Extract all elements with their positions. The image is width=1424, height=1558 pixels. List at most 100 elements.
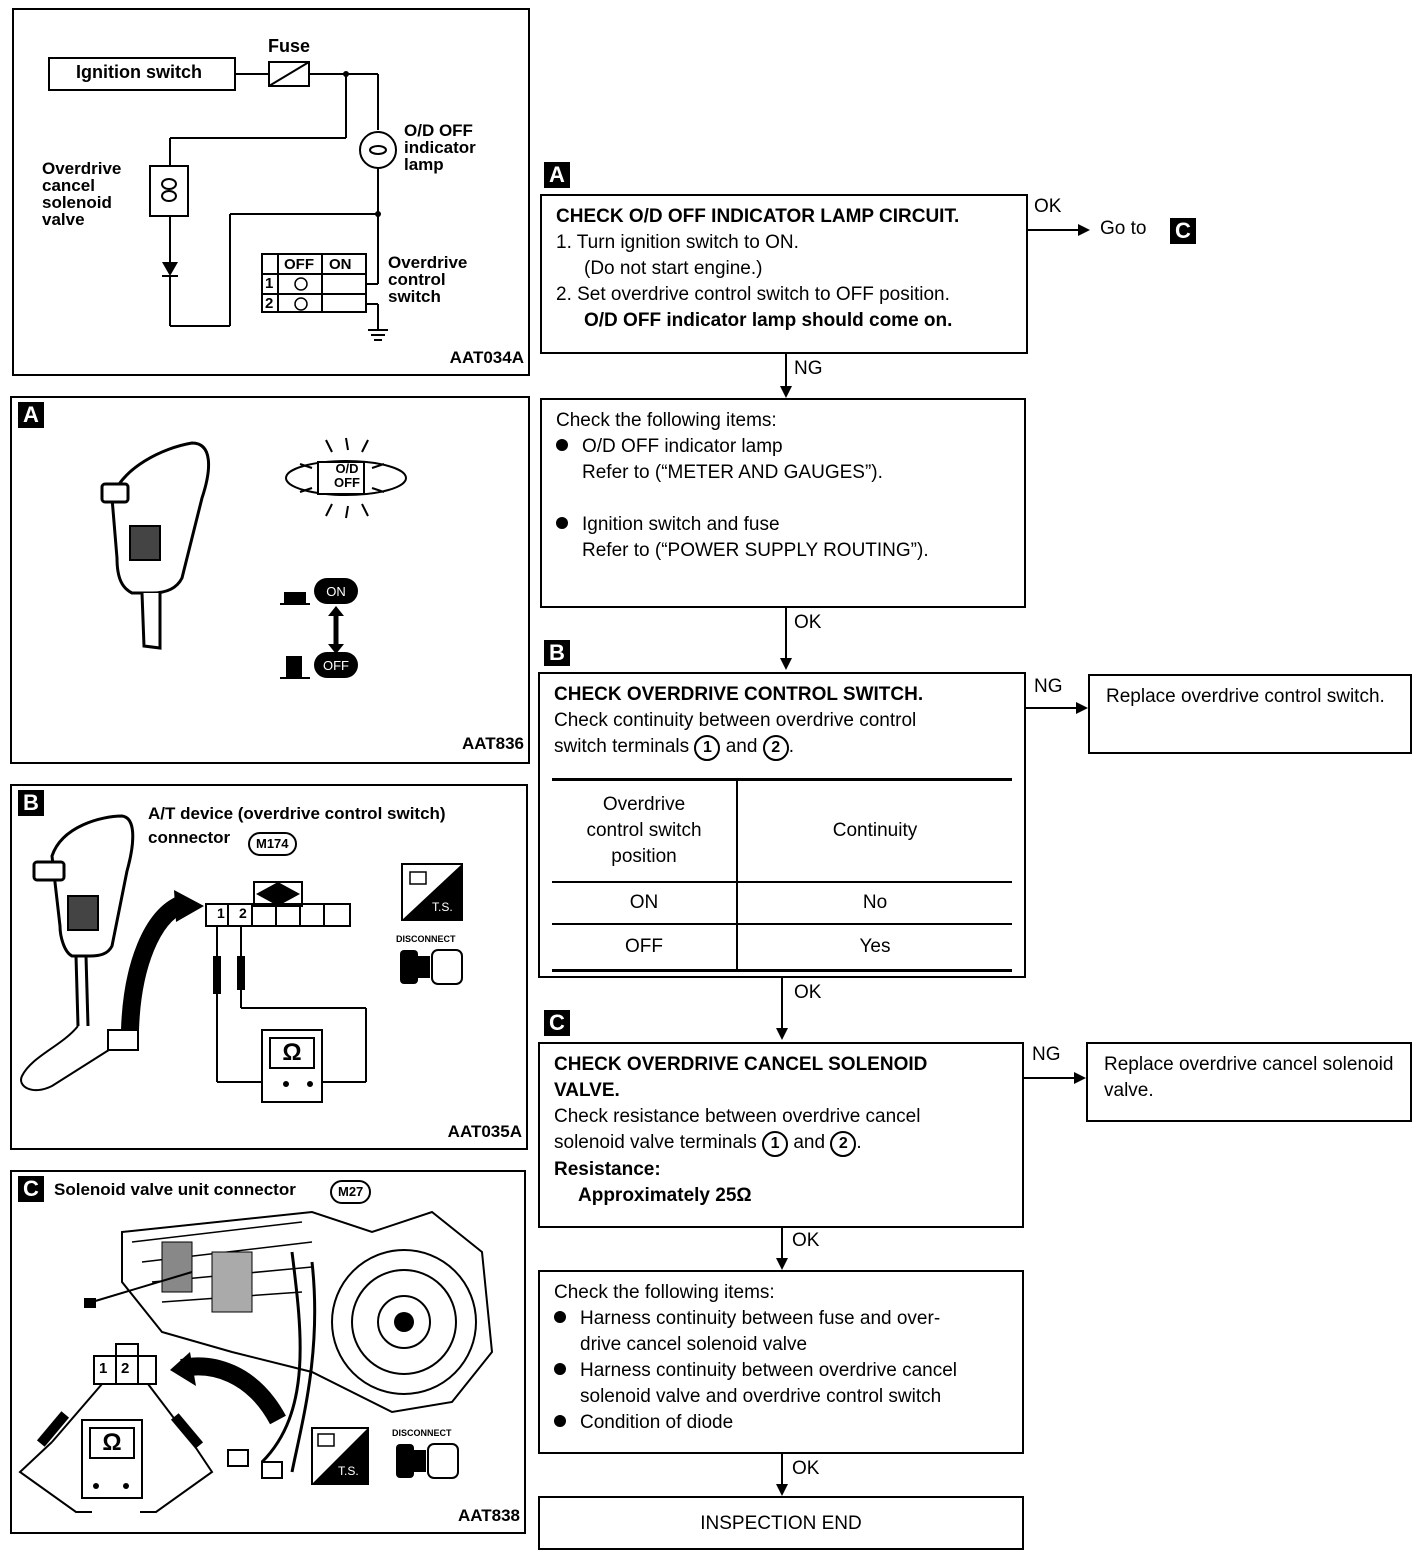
table-cell-off: OFF [552,924,738,971]
check-1-item-1: O/D OFF indicator lamp [556,434,1010,460]
table-cell-yes: Yes [859,936,891,957]
terminal-2: 2 [762,735,789,761]
fuse-label: Fuse [268,36,311,56]
check-2-item-2: Harness continuity between overdrive can… [554,1358,1008,1384]
pin-2: 2 [121,1360,130,1377]
panel-c-tag: C [18,1176,44,1202]
check-items-box-2: Check the following items: Harness conti… [538,1270,1024,1454]
check-2-item-2-cont: solenoid valve and overdrive control swi… [580,1386,942,1407]
pin-2: 2 [239,905,247,921]
pin-1: 1 [99,1360,108,1377]
check-2-heading: Check the following items: [554,1282,775,1303]
bullet-icon [554,1362,566,1375]
wiring-diagram [48,57,397,341]
table-cell-on: ON [552,882,738,924]
ng-label: NG [794,358,823,379]
disconnect-label: DISCONNECT [392,1428,452,1438]
flow-tag-c: C [544,1010,570,1036]
check-1-item-1-ref: Refer to (“METER AND GAUGES”). [582,462,883,483]
resistance-label: Resistance: [554,1159,661,1180]
panel-c: C Solenoid valve unit connector M27 [10,1170,526,1534]
switch-row-2: 2 [265,295,274,312]
table-cell-no: No [862,892,888,913]
ts-label: T.S. [338,1464,359,1478]
terminal-1: 1 [694,735,721,761]
ignition-switch-label: Ignition switch [76,62,202,82]
check-2-item-1: Harness continuity between fuse and over… [554,1306,1008,1332]
ohmmeter-symbol: Ω [282,1039,302,1066]
bullet-icon [554,1310,566,1323]
ok-label: OK [1034,196,1062,217]
step-b-line-2: switch terminals 1 and 2. [554,734,1010,761]
bullet-icon [556,438,568,451]
step-a-line-3: 2. Set overdrive control switch to OFF p… [556,284,950,305]
terminal-1: 1 [762,1131,789,1157]
off-button-label: OFF [323,658,349,673]
step-b-line-1: Check continuity between overdrive contr… [554,710,917,731]
step-c-line-1: Check resistance between overdrive cance… [554,1106,921,1127]
check-1-item-2: Ignition switch and fuse [556,512,1010,538]
terminal-2: 2 [830,1131,857,1157]
od-switch-illustration [100,437,407,679]
panel-a-tag: A [18,402,44,428]
replace-switch-box: Replace overdrive control switch. [1088,674,1412,754]
flow-tag-b: B [544,640,570,666]
bullet-icon [556,516,568,529]
step-a-line-1: 1. Turn ignition switch to ON. [556,232,799,253]
panel-c-title: Solenoid valve unit connector [54,1180,296,1199]
step-c-box: CHECK OVERDRIVE CANCEL SOLENOID VALVE. C… [538,1042,1024,1228]
ts-label: T.S. [432,900,453,914]
disconnect-label: DISCONNECT [396,934,456,944]
goto-label: Go to [1100,218,1147,239]
resistance-value: Approximately 25Ω [578,1185,752,1206]
panel-b-tag: B [18,790,44,816]
check-items-box-1: Check the following items: O/D OFF indic… [540,398,1026,608]
ng-label: NG [1034,676,1063,697]
check-1-heading: Check the following items: [556,410,777,431]
ok-label: OK [794,612,822,633]
ok-label: OK [792,1458,820,1479]
ng-label: NG [1032,1044,1061,1065]
inspection-end-box: INSPECTION END [538,1496,1024,1550]
figure-code: AAT034A [449,348,524,367]
check-2-item-1-cont: drive cancel solenoid valve [580,1334,808,1355]
ok-label: OK [794,982,822,1003]
on-button-label: ON [326,584,346,599]
figure-code: AAT035A [447,1122,522,1141]
ok-label: OK [792,1230,820,1251]
connector-id-badge: M27 [330,1180,372,1204]
replace-solenoid-box: Replace overdrive cancel solenoid valve. [1086,1042,1412,1122]
step-c-line-2: solenoid valve terminals 1 and 2. [554,1130,1008,1157]
step-a-box: CHECK O/D OFF INDICATOR LAMP CIRCUIT. 1.… [540,194,1028,354]
step-a-title: CHECK O/D OFF INDICATOR LAMP CIRCUIT. [556,206,960,227]
figure-code: AAT836 [461,734,524,753]
table-header-continuity: Continuity [832,820,918,841]
step-a-line-2: (Do not start engine.) [584,258,763,279]
flow-tag-a: A [544,162,570,188]
switch-table-on: ON [329,256,352,273]
switch-row-1: 1 [265,275,274,292]
figure-code: AAT838 [457,1506,520,1525]
connector-id-badge: M174 [248,832,297,856]
switch-table-off: OFF [284,256,314,273]
panel-b-title: A/T device (overdrive control switch)con… [148,804,446,847]
step-a-line-4: O/D OFF indicator lamp should come on. [584,310,953,331]
step-b-title: CHECK OVERDRIVE CONTROL SWITCH. [554,684,924,705]
goto-tag: C [1170,218,1196,244]
check-1-item-2-ref: Refer to (“POWER SUPPLY ROUTING”). [582,540,929,561]
check-2-item-3: Condition of diode [554,1410,1008,1436]
continuity-test-illustration [20,814,463,1103]
step-c-title: CHECK OVERDRIVE CANCEL SOLENOID VALVE. [554,1054,928,1101]
ohmmeter-symbol: Ω [102,1429,122,1456]
panel-b: B A/T device (overdrive control switch)c… [10,784,528,1150]
transmission-illustration [18,1210,494,1513]
pin-1: 1 [217,905,225,921]
